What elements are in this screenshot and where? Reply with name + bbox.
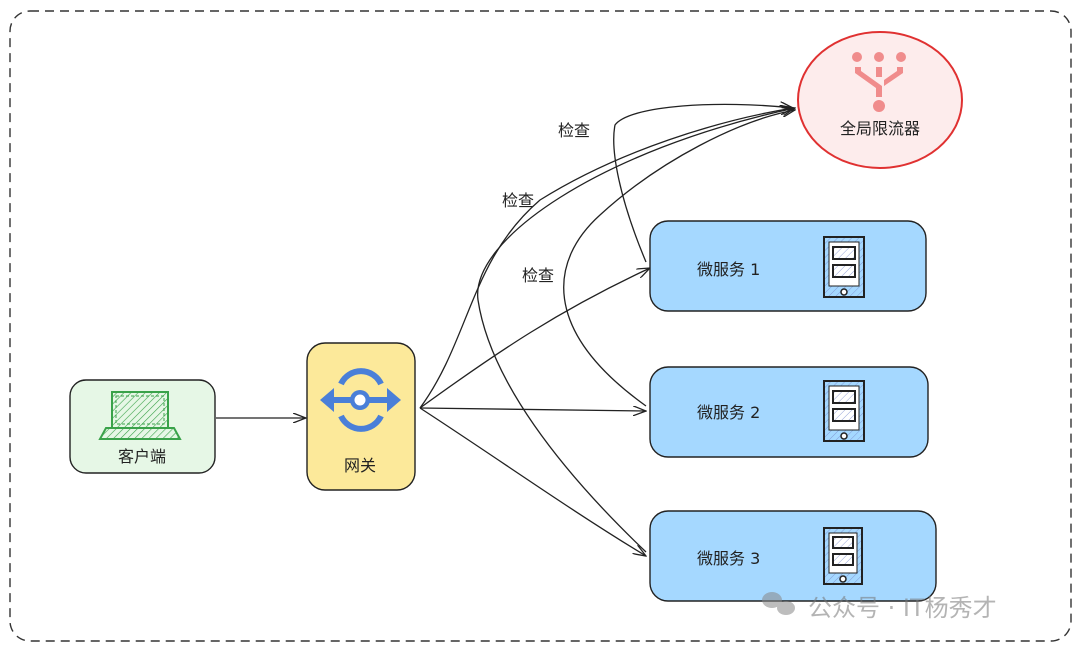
watermark: 公众号 · IT杨秀才 — [762, 592, 997, 622]
service-label-1: 微服务 1 — [697, 260, 760, 279]
laptop-icon — [98, 391, 182, 440]
edge-service2-limiter — [563, 110, 795, 407]
edge-gateway-service1 — [419, 268, 650, 409]
service-label-2: 微服务 2 — [697, 403, 760, 422]
mobile-device-icon — [823, 380, 865, 442]
edge-service3-limiter — [477, 108, 795, 553]
service-node-3[interactable]: 微服务 3 — [649, 510, 937, 602]
watermark-text: 公众号 · IT杨秀才 — [808, 594, 997, 622]
edges — [216, 104, 795, 556]
edge-gateway-limiter — [419, 108, 793, 409]
edge-label-check-2: 检查 — [502, 191, 534, 210]
client-node[interactable]: 客户端 — [69, 379, 216, 474]
outer-frame — [9, 10, 1072, 642]
edge-gateway-service2 — [419, 408, 646, 411]
limiter-node[interactable]: 全局限流器 — [797, 31, 963, 169]
edge-label-check-3: 检查 — [522, 266, 554, 285]
client-label: 客户端 — [118, 447, 166, 466]
mobile-device-icon — [823, 236, 865, 298]
edge-gateway-service3 — [419, 407, 646, 556]
edge-service1-limiter — [613, 104, 793, 263]
service-node-2[interactable]: 微服务 2 — [649, 366, 929, 458]
gateway-node[interactable]: 网关 — [306, 342, 416, 491]
mobile-device-icon — [823, 527, 863, 585]
gateway-arrows-icon — [320, 368, 401, 432]
service-label-3: 微服务 3 — [697, 549, 760, 568]
wechat-icon — [762, 592, 795, 615]
gateway-label: 网关 — [344, 456, 376, 475]
limiter-label: 全局限流器 — [840, 119, 920, 138]
edge-label-check-1: 检查 — [558, 121, 590, 140]
service-node-1[interactable]: 微服务 1 — [649, 220, 927, 312]
funnel-merge-icon — [852, 52, 906, 112]
